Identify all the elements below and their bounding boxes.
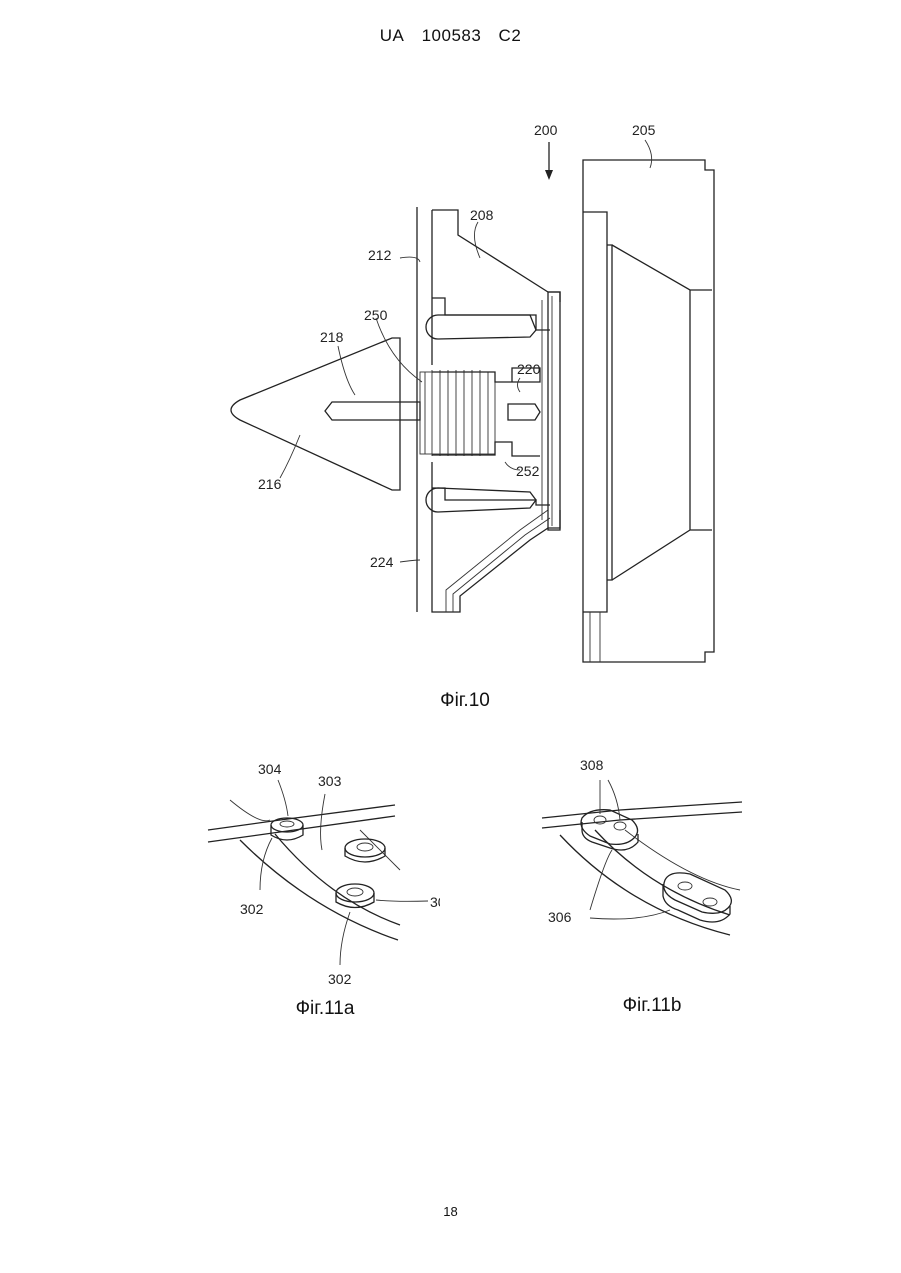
label-216: 216 — [258, 476, 282, 492]
label-218: 218 — [320, 329, 344, 345]
label-304-top: 304 — [258, 761, 282, 777]
label-302-bottom: 302 — [328, 971, 352, 987]
label-224: 224 — [370, 554, 394, 570]
label-308: 308 — [580, 757, 604, 773]
label-306: 306 — [548, 909, 572, 925]
figure-11b-caption: Фіг.11b — [592, 995, 712, 1017]
figure-10-drawing: 200 205 208 212 250 218 220 216 252 224 — [0, 0, 901, 700]
label-250: 250 — [364, 307, 388, 323]
label-205: 205 — [632, 122, 656, 138]
figure-11a-drawing: 304 303 304 302 302 — [200, 750, 440, 1000]
label-200: 200 — [534, 122, 558, 138]
figure-10-caption: Фіг.10 — [400, 690, 530, 712]
page-number: 18 — [0, 1204, 901, 1219]
figure-11a-caption: Фіг.11a — [265, 998, 385, 1020]
label-220: 220 — [517, 361, 541, 377]
label-303: 303 — [318, 773, 342, 789]
label-304-right: 304 — [430, 894, 440, 910]
label-252: 252 — [516, 463, 540, 479]
label-302-left: 302 — [240, 901, 264, 917]
label-212: 212 — [368, 247, 392, 263]
label-208: 208 — [470, 207, 494, 223]
figure-11b-drawing: 308 306 — [530, 750, 760, 990]
